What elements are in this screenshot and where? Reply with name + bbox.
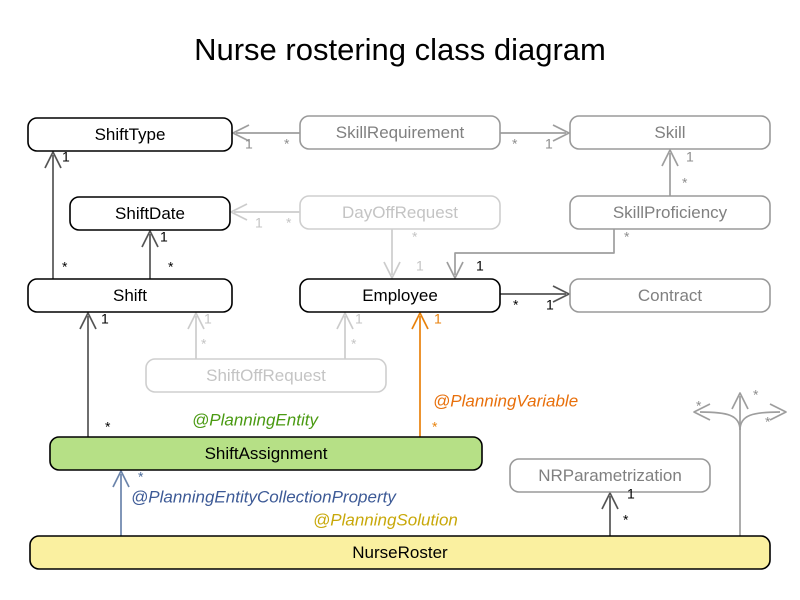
edge-nurseroster-branch bbox=[693, 392, 787, 536]
class-box-shiftoffrequest[interactable]: ShiftOffRequest bbox=[145, 358, 387, 393]
class-label-contract: Contract bbox=[638, 286, 703, 305]
multiplicity-label: * bbox=[624, 229, 630, 245]
multiplicity-label: 1 bbox=[686, 149, 694, 165]
multiplicity-label: 1 bbox=[160, 229, 168, 245]
multiplicity-label: 1 bbox=[204, 311, 212, 327]
annotation-layer: @PlanningEntity @PlanningVariable @Plann… bbox=[131, 391, 578, 529]
class-label-shiftassignment: ShiftAssignment bbox=[205, 444, 328, 463]
class-box-nurseroster[interactable]: NurseRoster bbox=[29, 535, 771, 570]
multiplicity-label: * bbox=[168, 259, 174, 275]
edge-shiftoffrequest-employee bbox=[336, 312, 354, 359]
multiplicity-label: * bbox=[682, 175, 688, 191]
class-box-skillrequirement[interactable]: SkillRequirement bbox=[299, 115, 501, 150]
class-label-shifttype: ShiftType bbox=[95, 125, 166, 144]
class-box-shifttype[interactable]: ShiftType bbox=[27, 117, 233, 152]
multiplicity-label: * bbox=[753, 387, 759, 403]
class-box-nrparametrization[interactable]: NRParametrization bbox=[509, 458, 711, 493]
multiplicity-label: 1 bbox=[434, 311, 442, 327]
multiplicity-label: * bbox=[286, 215, 292, 231]
multiplicity-label: * bbox=[623, 512, 629, 528]
class-box-skillproficiency[interactable]: SkillProficiency bbox=[569, 195, 771, 230]
class-label-employee: Employee bbox=[362, 286, 438, 305]
class-box-shiftassignment[interactable]: ShiftAssignment bbox=[49, 436, 483, 471]
class-label-dayoffrequest: DayOffRequest bbox=[342, 203, 458, 222]
annotation-planning-variable: @PlanningVariable bbox=[433, 391, 578, 410]
multiplicity-label: 1 bbox=[546, 297, 554, 313]
multiplicity-label: * bbox=[432, 419, 438, 435]
edge-nurseroster-shiftassignment bbox=[112, 470, 130, 536]
multiplicity-layer: 1 * * 1 1 1 * 1 * 1 * * * * 1 1 * 1 1 1 … bbox=[62, 136, 771, 528]
edge-shift-shiftdate bbox=[141, 230, 159, 279]
multiplicity-label: * bbox=[62, 259, 68, 275]
multiplicity-label: 1 bbox=[627, 486, 635, 502]
multiplicity-label: * bbox=[201, 336, 207, 352]
multiplicity-label: 1 bbox=[62, 149, 70, 165]
edge-layer bbox=[44, 124, 787, 536]
class-box-shift[interactable]: Shift bbox=[27, 278, 233, 313]
class-label-nurseroster: NurseRoster bbox=[352, 543, 448, 562]
class-label-skillrequirement: SkillRequirement bbox=[336, 123, 465, 142]
class-box-contract[interactable]: Contract bbox=[569, 278, 771, 313]
multiplicity-label: * bbox=[105, 419, 111, 435]
multiplicity-label: * bbox=[512, 136, 518, 152]
class-label-skillproficiency: SkillProficiency bbox=[613, 203, 728, 222]
multiplicity-label: * bbox=[351, 336, 357, 352]
class-box-layer: ShiftType SkillRequirement Skill ShiftDa… bbox=[27, 115, 771, 570]
edge-dayoffrequest-shiftdate bbox=[230, 203, 300, 221]
edge-skillproficiency-employee bbox=[446, 229, 615, 279]
multiplicity-label: * bbox=[284, 136, 290, 152]
edge-dayoffrequest-employee bbox=[383, 229, 401, 279]
class-box-shiftdate[interactable]: ShiftDate bbox=[69, 196, 231, 231]
class-label-shift: Shift bbox=[113, 286, 147, 305]
edge-nurseroster-nrparametrization bbox=[601, 492, 619, 536]
class-box-skill[interactable]: Skill bbox=[569, 115, 771, 150]
annotation-planning-entity: @PlanningEntity bbox=[192, 410, 319, 429]
class-box-employee[interactable]: Employee bbox=[299, 278, 501, 313]
edge-skillproficiency-skill bbox=[661, 149, 679, 196]
annotation-planning-solution: @PlanningSolution bbox=[313, 510, 458, 529]
edge-employee-contract bbox=[500, 285, 570, 303]
annotation-planning-entity-collection-property: @PlanningEntityCollectionProperty bbox=[131, 487, 397, 506]
multiplicity-label: 1 bbox=[255, 215, 263, 231]
edge-shiftoffrequest-shift bbox=[187, 312, 205, 359]
multiplicity-label: * bbox=[138, 469, 144, 485]
multiplicity-label: 1 bbox=[245, 136, 253, 152]
multiplicity-label: 1 bbox=[416, 258, 424, 274]
edge-shift-shifttype bbox=[44, 151, 62, 279]
edge-shiftassignment-shift bbox=[79, 312, 97, 437]
multiplicity-label: 1 bbox=[545, 136, 553, 152]
multiplicity-label: * bbox=[412, 229, 418, 245]
edge-skillrequirement-shifttype bbox=[232, 124, 300, 142]
class-box-dayoffrequest[interactable]: DayOffRequest bbox=[299, 195, 501, 230]
class-label-shiftoffrequest: ShiftOffRequest bbox=[206, 366, 326, 385]
multiplicity-label: * bbox=[513, 297, 519, 313]
multiplicity-label: 1 bbox=[476, 258, 484, 274]
multiplicity-label: * bbox=[696, 398, 702, 414]
multiplicity-label: 1 bbox=[355, 311, 363, 327]
multiplicity-label: * bbox=[765, 414, 771, 430]
class-label-shiftdate: ShiftDate bbox=[115, 204, 185, 223]
multiplicity-label: 1 bbox=[101, 311, 109, 327]
class-label-skill: Skill bbox=[654, 123, 685, 142]
class-label-nrparametrization: NRParametrization bbox=[538, 466, 682, 485]
page-title: Nurse rostering class diagram bbox=[194, 32, 606, 67]
edge-skillrequirement-skill bbox=[500, 124, 570, 142]
edge-shiftassignment-employee bbox=[411, 312, 429, 437]
